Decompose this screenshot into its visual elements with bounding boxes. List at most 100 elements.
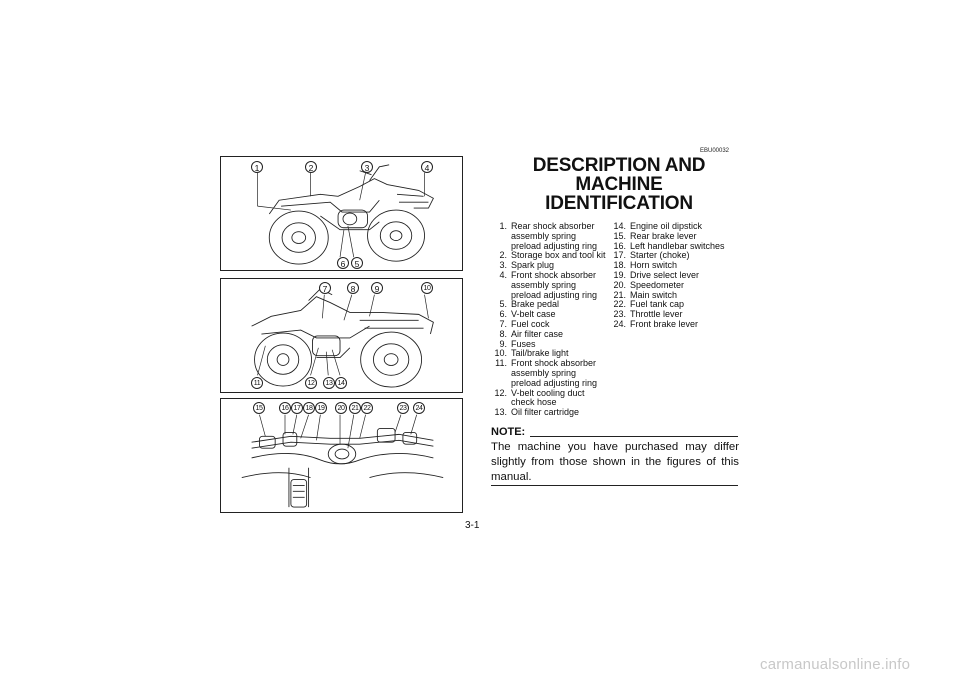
part-list-item: 10.Tail/brake light: [493, 349, 608, 359]
part-list-item: 18. Horn switch: [612, 260, 742, 271]
parts-list-right: 14. Engine oil dipstick 15. Rear brake leve…: [612, 221, 742, 330]
part-name: Horn switch: [630, 260, 678, 271]
note-divider-top: [530, 436, 738, 437]
part-number: 9.: [499, 338, 507, 349]
part-name: Speedometer: [630, 279, 685, 290]
part-list-item: 24. Front brake lever: [612, 318, 742, 330]
part-name: Starter (choke): [630, 250, 690, 261]
callout-8: 8: [347, 282, 359, 294]
callout-15: 15: [253, 402, 265, 414]
callout-12: 12: [305, 377, 317, 389]
part-number: 22.: [613, 299, 626, 310]
atv-right-side-illustration: [251, 288, 434, 388]
part-name: Throttle lever: [630, 309, 683, 320]
document-code: EBU00032: [700, 148, 730, 154]
callout-23: 23: [397, 402, 409, 414]
part-list-item: 8.Air filter case: [493, 328, 608, 340]
callout-5: 5: [351, 257, 363, 269]
part-number: 14.: [613, 221, 626, 231]
part-list-item: 17. Starter (choke): [612, 251, 742, 261]
part-list-item: 1. Rear shock absorber assembly spring pr…: [493, 221, 608, 251]
callout-20: 20: [335, 402, 347, 414]
callout-2: 2: [305, 161, 317, 173]
part-list-item: 11.Front shock absorber assembly spring …: [493, 358, 608, 388]
part-number: 4.: [499, 269, 507, 280]
callout-3: 3: [361, 161, 373, 173]
part-number: 12.: [494, 387, 507, 398]
part-name: Fuel cock: [511, 318, 550, 329]
part-name: Drive select lever: [630, 269, 700, 280]
callout-17: 17: [291, 402, 303, 414]
callout-11: 11: [251, 377, 263, 389]
part-list-item: 22. Fuel tank cap: [612, 300, 742, 310]
part-list-item: 6. V-belt case: [493, 309, 608, 320]
part-name: Left handlebar switches: [630, 240, 725, 251]
callout-21: 21: [349, 402, 361, 414]
part-number: 3.: [499, 260, 507, 271]
part-name: Tail/brake light: [511, 348, 569, 359]
callout-1: 1: [251, 161, 263, 173]
part-name: Storage box and tool kit: [511, 250, 606, 261]
part-list-item: 14. Engine oil dipstick: [612, 221, 742, 232]
part-number: 6.: [499, 309, 507, 320]
part-number: 15.: [613, 230, 626, 241]
part-list-item: 4.Front shock absorber assembly spring p…: [493, 269, 608, 300]
parts-list-left: 1. Rear shock absorber assembly spring pr…: [493, 221, 608, 418]
callout-10: 10: [421, 282, 433, 294]
watermark: carmanualsonline.info: [760, 656, 911, 673]
part-name: Main switch: [630, 289, 678, 300]
part-list-item: 12. V-belt cooling duct check hose: [493, 387, 608, 409]
part-number: 7.: [499, 318, 507, 329]
figure-right-side-view: 7 8 9 10 11 12 13 14: [220, 278, 463, 393]
part-list-item: 3. Spark plug: [493, 260, 608, 271]
atv-handlebar-illustration: [241, 414, 444, 508]
callout-4: 4: [421, 161, 433, 173]
part-list-item: 5.Brake pedal: [493, 300, 608, 310]
part-name: V-belt cooling duct check hose: [511, 387, 585, 408]
part-name: Rear brake lever: [630, 230, 697, 241]
figure-left-side-view: 1 2 3 4 5 6: [220, 156, 463, 271]
note-label: NOTE:: [491, 426, 526, 438]
part-number: 13.: [494, 407, 507, 418]
part-name: Engine oil dipstick: [630, 221, 703, 231]
part-number: 2.: [499, 250, 507, 261]
section-title-line-1: DESCRIPTION AND MACHINE: [532, 155, 706, 195]
part-number: 18.: [613, 260, 626, 271]
part-number: 24.: [613, 318, 626, 329]
part-list-item: 2. Storage box and tool kit: [493, 251, 608, 261]
part-number: 23.: [613, 309, 626, 320]
part-list-item: 13.Oil filter cartridge: [493, 407, 608, 418]
part-name: Front brake lever: [630, 318, 699, 329]
section-title: DESCRIPTION AND MACHINE IDENTIFICATION: [488, 156, 750, 213]
part-name: Rear shock absorber assembly spring prel…: [511, 221, 598, 251]
callout-22: 22: [361, 402, 373, 414]
part-name: Fuel tank cap: [630, 299, 685, 310]
part-number: 5.: [499, 299, 507, 310]
callout-14: 14: [335, 377, 347, 389]
callout-6: 6: [337, 257, 349, 269]
part-name: V-belt case: [511, 309, 556, 320]
part-number: 8.: [499, 328, 507, 339]
note-divider-bottom: [491, 485, 738, 486]
part-list-item: 7. Fuel cock: [493, 318, 608, 330]
page-number: 3-1: [465, 520, 480, 531]
part-list-item: 19. Drive select lever: [612, 269, 742, 281]
part-number: 1.: [499, 221, 507, 231]
callout-13: 13: [323, 377, 335, 389]
callout-19: 19: [315, 402, 327, 414]
part-list-item: 20.Speedometer: [612, 279, 742, 291]
part-name: Fuses: [511, 338, 536, 349]
note-text: The machine you have purchased may diffe…: [491, 441, 739, 483]
part-list-item: 23. Throttle lever: [612, 309, 742, 320]
part-number: 16.: [613, 240, 626, 251]
part-list-item: 21.Main switch: [612, 289, 742, 301]
section-title-line-2: IDENTIFICATION: [545, 193, 693, 214]
callout-16: 16: [279, 402, 291, 414]
part-number: 11.: [495, 358, 507, 369]
part-number: 17.: [613, 250, 626, 261]
callout-18: 18: [303, 402, 315, 414]
figure-handlebar-view: 15 16 17 18 19 20 21 22 23 24: [220, 398, 463, 513]
part-list-item: 15. Rear brake lever: [612, 230, 742, 242]
part-number: 19.: [613, 269, 626, 280]
part-name: Spark plug: [511, 260, 555, 271]
